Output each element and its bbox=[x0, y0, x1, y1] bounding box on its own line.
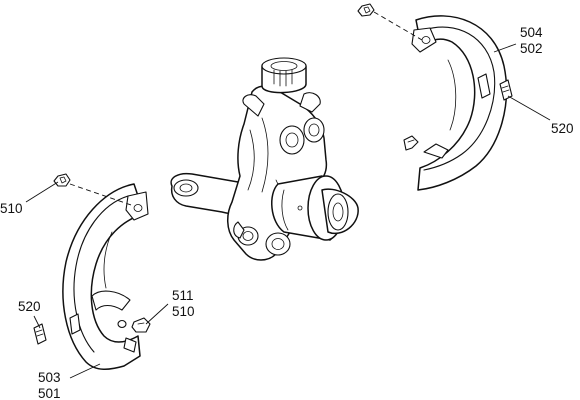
screw-left-icon bbox=[131, 317, 151, 333]
callout-screw-b: 510 bbox=[172, 304, 195, 319]
bolt-left-axis-line bbox=[69, 183, 135, 207]
callout-labels: 504 502 520 510 520 511 510 503 501 bbox=[0, 25, 574, 400]
bolt-right-shield-icon bbox=[357, 3, 375, 17]
callout-clip-left: 520 bbox=[18, 299, 41, 314]
callout-shield-left-b: 501 bbox=[38, 386, 61, 400]
callout-clip-right: 520 bbox=[551, 121, 574, 136]
hub-bearing bbox=[271, 175, 359, 241]
steering-knuckle bbox=[170, 57, 328, 261]
callout-screw-a: 511 bbox=[172, 288, 194, 303]
callout-bolt-left: 510 bbox=[0, 201, 23, 216]
clip-left-icon bbox=[33, 323, 47, 345]
grommet-right-icon bbox=[403, 135, 419, 151]
callout-shield-left-a: 503 bbox=[38, 370, 61, 385]
splash-shield-left bbox=[62, 183, 149, 370]
bolt-right-axis-line bbox=[373, 11, 423, 41]
splash-shield-right bbox=[411, 15, 508, 191]
clip-right-icon bbox=[499, 79, 513, 101]
leader-lines bbox=[25, 43, 551, 379]
callout-shield-right-a: 504 bbox=[520, 25, 543, 40]
callout-shield-right-b: 502 bbox=[520, 41, 543, 56]
bolt-left-shield-icon bbox=[53, 173, 71, 187]
